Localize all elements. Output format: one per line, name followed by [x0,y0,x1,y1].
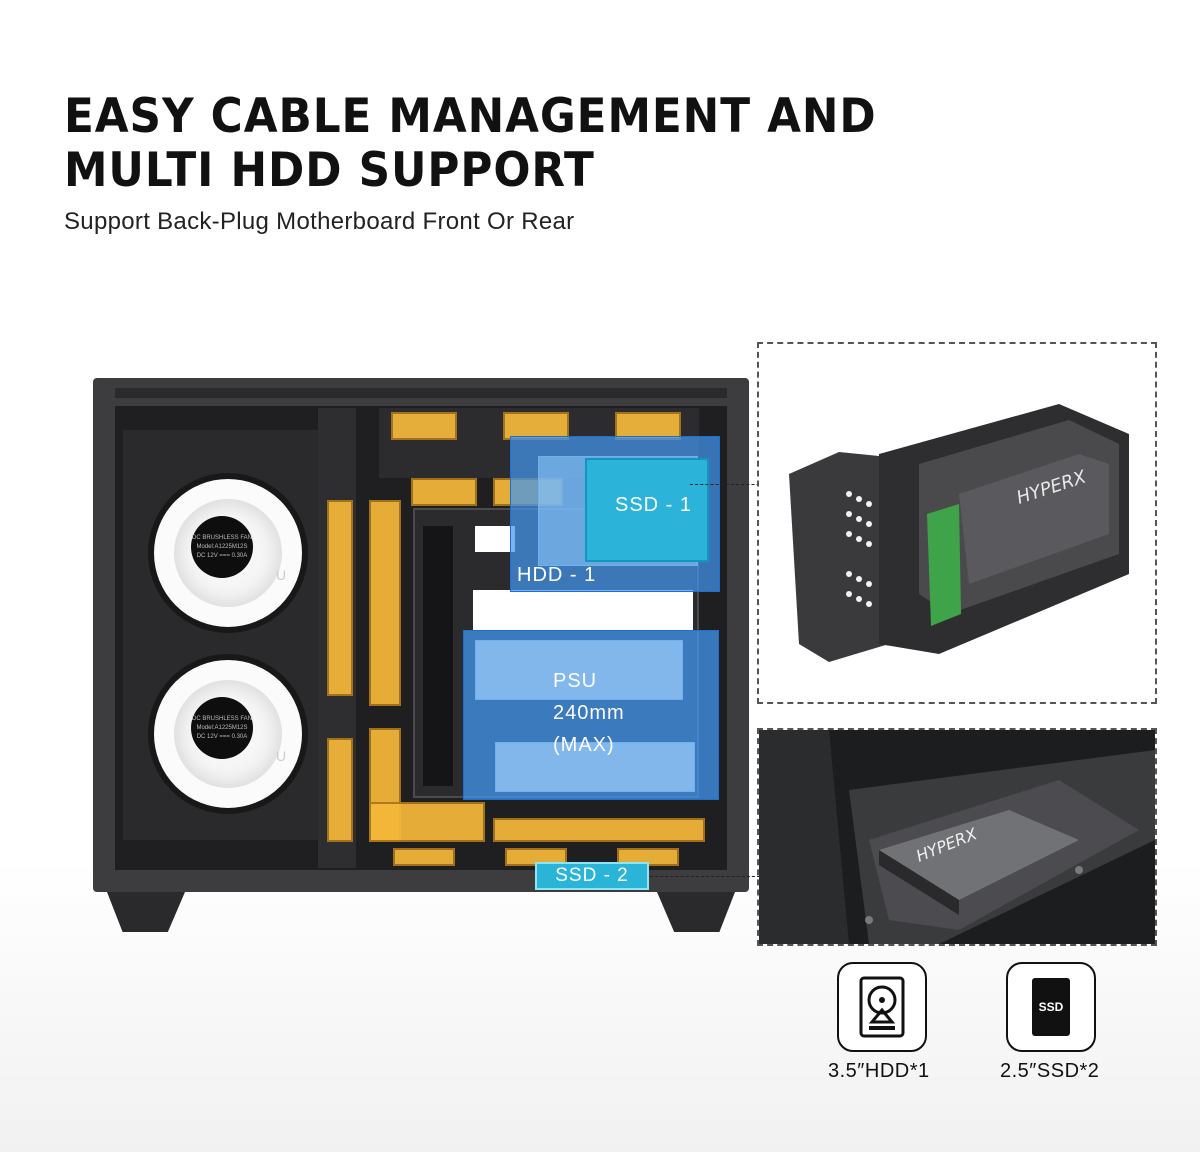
title-line-2: MULTI HDD SUPPORT [64,143,595,198]
tray-channel [423,526,453,786]
psu-label: PSU [553,670,598,692]
psu-unit-bottom [495,742,695,792]
cable-channel-bottom [493,818,705,842]
page-title: EASY CABLE MANAGEMENT AND MULTI HDD SUPP… [64,90,877,198]
ssd-bottom-mount-panel: HYPERX [757,728,1157,946]
fan-logo: U [276,567,287,583]
ssd-icon-body: SSD [1032,978,1070,1036]
fan-hub: DC BRUSHLESS FAN Model:A1225M12S DC 12V … [191,697,253,759]
psu-max-label: (MAX) [553,734,615,756]
top-rail [115,388,727,398]
hdd-icon [837,962,927,1052]
callout-line-ssd1 [690,484,780,485]
ssd-bottom-mount-illustration: HYPERX [759,730,1155,944]
ssd-caption: 2.5″SSD*2 [1000,1060,1100,1082]
ssd-bracket-detail-panel: HYPERX [757,342,1157,704]
ssd-icon: SSD [1006,962,1096,1052]
case-foot-left [107,892,185,932]
fan-top: DC BRUSHLESS FAN Model:A1225M12S DC 12V … [148,473,308,633]
ssd-bracket-illustration: HYPERX [789,404,1129,662]
case-diagram: DC BRUSHLESS FAN Model:A1225M12S DC 12V … [93,378,749,932]
page-subtitle: Support Back-Plug Motherboard Front Or R… [64,208,575,235]
hdd-1-label: HDD - 1 [517,564,597,586]
cable-channel-l-bottom [369,802,485,842]
psu-size-label: 240mm [553,702,625,724]
cable-channel-top-1 [391,412,457,440]
cable-channel-top-3 [615,412,681,440]
psu-unit-top [475,640,683,700]
fan-bottom: DC BRUSHLESS FAN Model:A1225M12S DC 12V … [148,654,308,814]
ssd-1-label: SSD - 1 [615,494,693,516]
cable-channel-bottom-1 [393,848,455,866]
cable-channel-h-1 [411,478,477,506]
callout-line-ssd2 [650,876,760,877]
hdd-caption: 3.5″HDD*1 [828,1060,930,1082]
fan-hub: DC BRUSHLESS FAN Model:A1225M12S DC 12V … [191,516,253,578]
cable-channel-v-3 [327,738,353,842]
ssd-1-slot [585,458,709,562]
cable-channel-v-1 [327,500,353,696]
title-line-1: EASY CABLE MANAGEMENT AND [64,89,877,144]
cutout-upper [475,526,515,552]
fan-logo: U [276,748,287,764]
cutout-middle [473,590,693,630]
case-foot-right [657,892,735,932]
ssd-2-label: SSD - 2 [535,862,649,890]
cable-channel-v-2 [369,500,401,706]
